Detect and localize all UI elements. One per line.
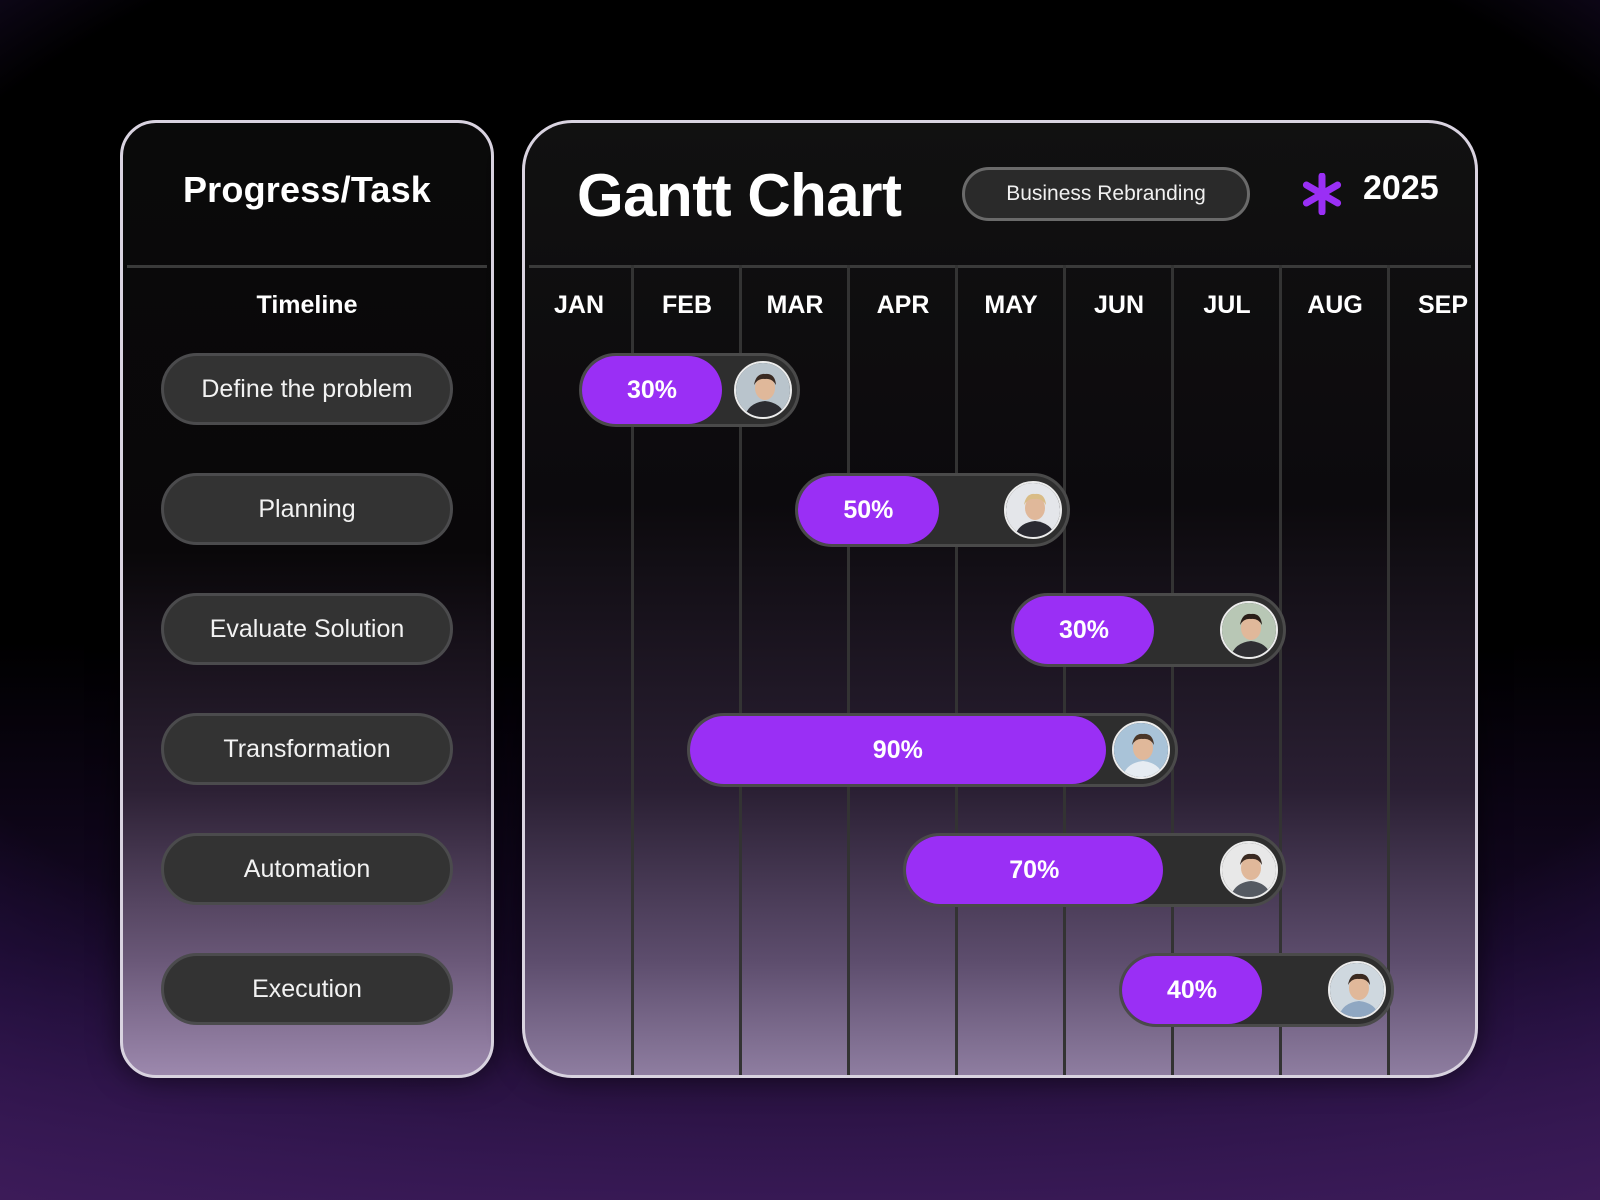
month-gridline (1171, 265, 1174, 1075)
month-gridline (631, 265, 634, 1075)
month-label-apr: APR (876, 291, 930, 319)
task-execution[interactable]: Execution (161, 953, 453, 1025)
gantt-chart-panel: Gantt Chart Business Rebranding 2025 JAN… (522, 120, 1478, 1078)
gantt-bar[interactable]: 70% (903, 833, 1287, 907)
month-label-jan: JAN (553, 291, 604, 319)
month-label-jul: JUL (1203, 291, 1251, 319)
gantt-bar[interactable]: 50% (795, 473, 1071, 547)
month-gridline (955, 265, 958, 1075)
assignee-avatar[interactable] (734, 361, 793, 419)
task-automation[interactable]: Automation (161, 833, 453, 905)
progress-fill: 50% (798, 476, 939, 544)
gantt-bar[interactable]: 30% (579, 353, 801, 427)
timeline-label: Timeline (256, 291, 358, 319)
asterisk-star-icon (1302, 173, 1342, 215)
assignee-avatar[interactable] (1220, 601, 1279, 659)
project-badge[interactable]: Business Rebranding (962, 167, 1250, 221)
month-label-jun: JUN (1093, 291, 1144, 319)
assignee-avatar[interactable] (1112, 721, 1171, 779)
progress-fill: 70% (906, 836, 1163, 904)
month-label-aug: AUG (1307, 291, 1363, 319)
year-label: 2025 (1363, 169, 1439, 207)
panel-title: Progress/Task (182, 169, 432, 210)
month-label-mar: MAR (766, 291, 824, 319)
gantt-bar[interactable]: 40% (1119, 953, 1395, 1027)
month-label-may: MAY (984, 291, 1038, 319)
task-evaluate-solution[interactable]: Evaluate Solution (161, 593, 453, 665)
progress-fill: 30% (582, 356, 722, 424)
assignee-avatar[interactable] (1220, 841, 1279, 899)
gantt-bar[interactable]: 90% (687, 713, 1179, 787)
month-gridline (1387, 265, 1390, 1075)
gantt-bar[interactable]: 30% (1011, 593, 1287, 667)
task-transformation[interactable]: Transformation (161, 713, 453, 785)
task-panel: Progress/Task Timeline Define the proble… (120, 120, 494, 1078)
progress-fill: 40% (1122, 956, 1262, 1024)
panel-divider (127, 265, 487, 268)
month-gridline (847, 265, 850, 1075)
month-label-feb: FEB (662, 291, 712, 319)
month-gridline (1063, 265, 1066, 1075)
month-gridline (739, 265, 742, 1075)
assignee-avatar[interactable] (1328, 961, 1387, 1019)
header-divider (529, 265, 1471, 268)
task-define-the-problem[interactable]: Define the problem (161, 353, 453, 425)
month-label-sep: SEP (1417, 291, 1469, 319)
chart-title: Gantt Chart (577, 162, 902, 229)
progress-fill: 30% (1014, 596, 1154, 664)
task-planning[interactable]: Planning (161, 473, 453, 545)
assignee-avatar[interactable] (1004, 481, 1063, 539)
month-gridline (1279, 265, 1282, 1075)
progress-fill: 90% (690, 716, 1106, 784)
